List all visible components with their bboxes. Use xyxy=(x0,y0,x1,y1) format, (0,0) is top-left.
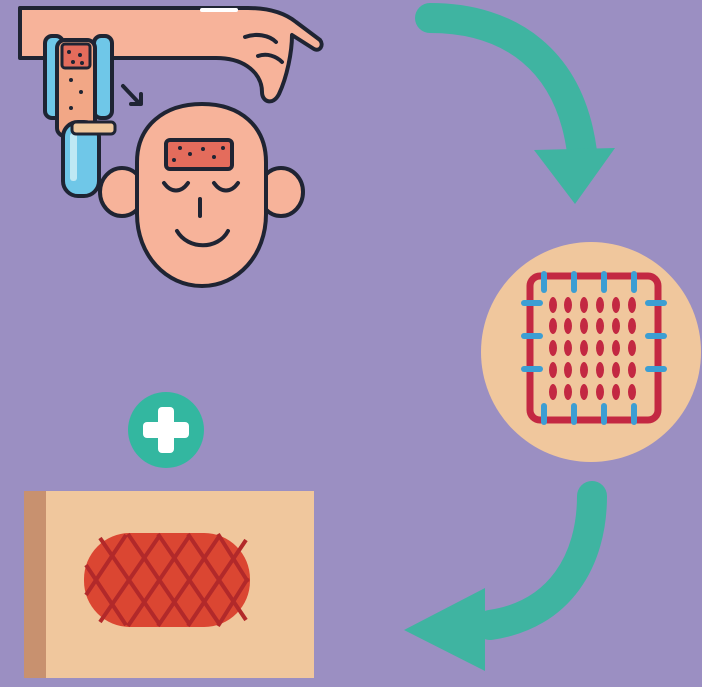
mesh-patch-icon xyxy=(84,533,250,627)
skin-sheet-icon xyxy=(24,491,314,678)
meshed-graft-circle-icon xyxy=(481,242,701,462)
plus-icon xyxy=(128,392,204,468)
